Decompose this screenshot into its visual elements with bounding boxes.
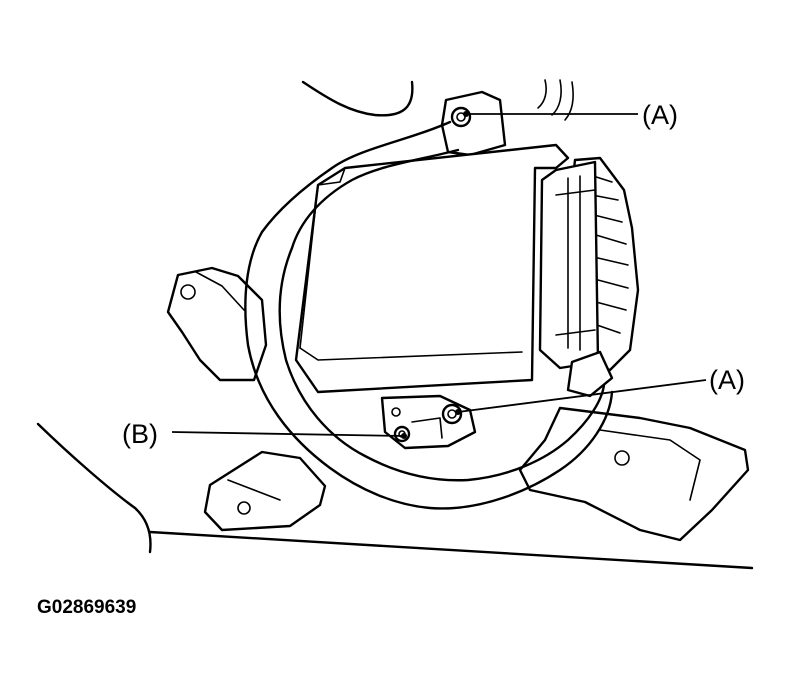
callout-b: (B)	[122, 419, 158, 449]
leader-a-top	[463, 111, 638, 117]
floor-panel	[36, 422, 754, 570]
loop-bracket	[244, 120, 614, 510]
upper-cowl	[301, 79, 574, 121]
control-module	[294, 143, 570, 394]
module-connector	[538, 160, 600, 370]
bolt-a-top-icon	[450, 106, 472, 128]
left-bracket	[166, 266, 268, 382]
callout-a-top: (A)	[642, 100, 678, 130]
upper-mount-tab	[440, 90, 507, 157]
figure-id: G02869639	[37, 597, 136, 618]
callout-a-bottom: (A)	[709, 365, 745, 395]
lower-mount-plate	[380, 394, 477, 450]
leader-b	[171, 431, 407, 439]
leader-a-bottom	[455, 379, 707, 415]
lower-bracket	[203, 406, 750, 542]
